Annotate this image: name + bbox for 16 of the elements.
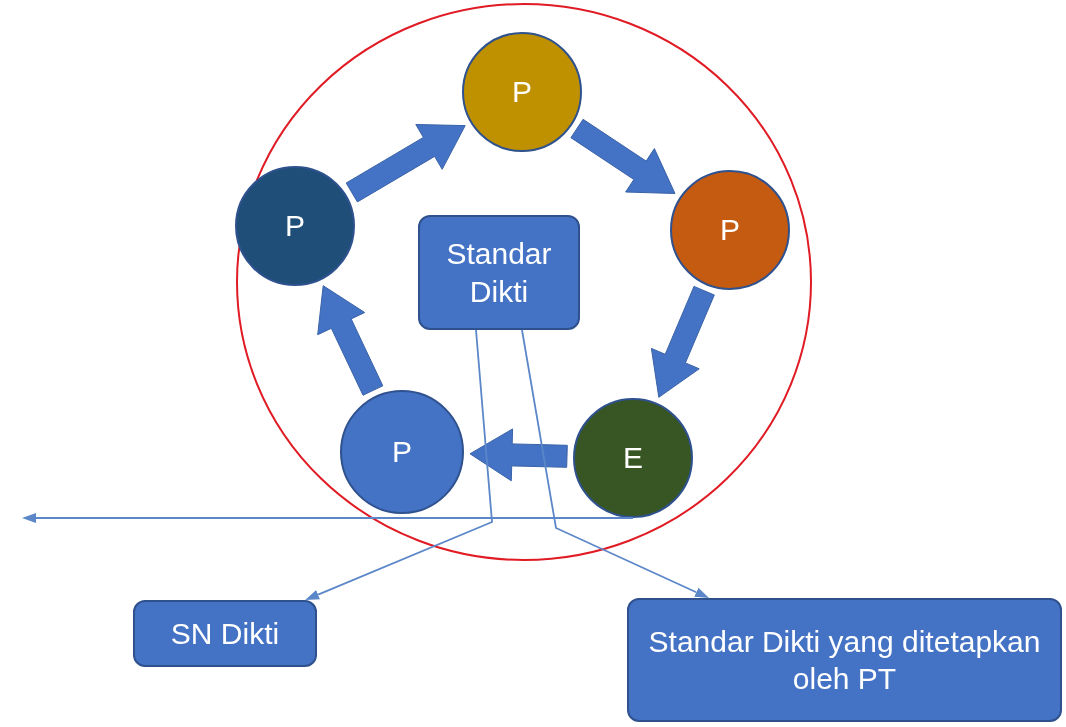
process-circle: E xyxy=(573,398,693,518)
block-arrow xyxy=(469,428,568,482)
process-circle: P xyxy=(340,390,464,514)
process-circle: P xyxy=(670,170,790,290)
arrow xyxy=(22,513,634,523)
block-arrow xyxy=(650,285,715,398)
block-arrow xyxy=(345,124,466,203)
arrow xyxy=(521,329,710,599)
block-arrow xyxy=(570,118,676,194)
process-box: SN Dikti xyxy=(133,600,317,667)
block-arrow xyxy=(317,285,384,396)
process-circle: P xyxy=(462,32,582,152)
process-box: Standar Dikti yang ditetapkan oleh PT xyxy=(627,598,1062,722)
process-box: Standar Dikti xyxy=(418,215,580,330)
arrow xyxy=(305,329,493,600)
process-circle: P xyxy=(235,166,355,286)
